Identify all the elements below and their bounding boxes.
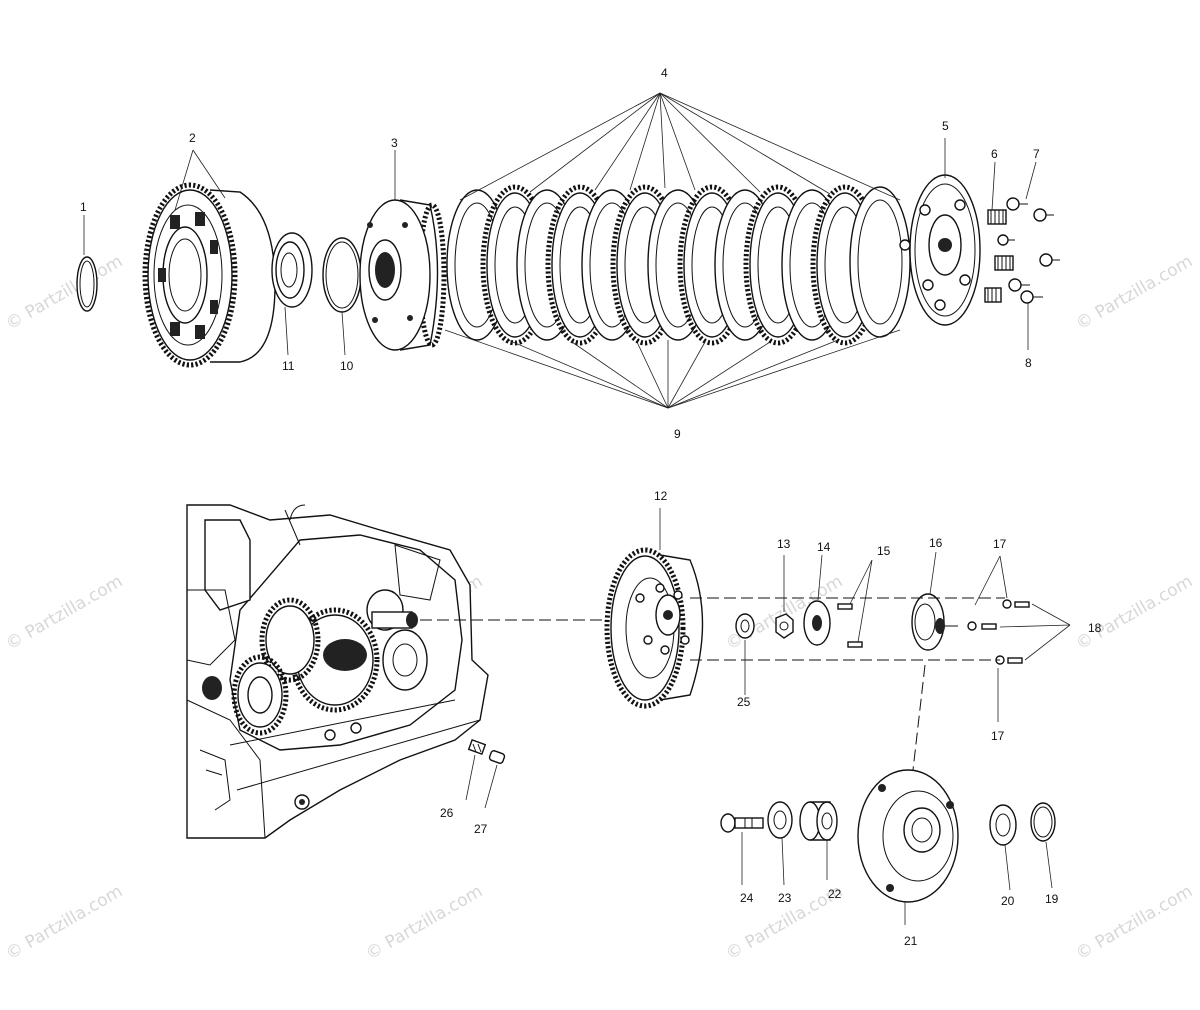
callout-8: 8 [1025, 356, 1032, 370]
pin-part-27 [488, 750, 506, 764]
callout-6: 6 [991, 147, 998, 161]
callout-5: 5 [942, 119, 949, 133]
watermark: © Partzilla.com [3, 881, 127, 964]
watermark: © Partzilla.com [1073, 881, 1197, 964]
callout-23: 23 [778, 891, 792, 905]
pressure-plate-part-5 [899, 174, 981, 326]
callout-labels: 1 2 3 4 5 6 7 8 9 10 11 12 13 14 15 16 1… [80, 66, 1102, 948]
snap-ring-part-1 [76, 256, 98, 312]
circlip-part-19 [1030, 802, 1056, 842]
callout-20: 20 [1001, 894, 1015, 908]
bushing-part-22 [799, 801, 838, 841]
flywheel-gear-part-12 [604, 547, 704, 709]
callout-17-top: 17 [993, 537, 1007, 551]
clutch-hub-part-3 [359, 199, 447, 351]
leader-lines-bottom [465, 508, 1071, 925]
cover-part-16 [911, 593, 958, 651]
watermark: © Partzilla.com [1073, 571, 1197, 654]
callout-24: 24 [740, 891, 754, 905]
bolts-parts-7-8 [997, 197, 1060, 304]
callout-15: 15 [877, 544, 891, 558]
washer-part-23 [767, 801, 793, 839]
drive-cover-part-21 [857, 769, 959, 903]
screws-washers-parts-17-18 [967, 599, 1030, 665]
callout-1: 1 [80, 200, 87, 214]
washer-part-25 [735, 613, 755, 639]
callout-19: 19 [1045, 892, 1059, 906]
callout-14: 14 [817, 540, 831, 554]
callout-13: 13 [777, 537, 791, 551]
callout-12: 12 [654, 489, 668, 503]
callout-17-bottom: 17 [991, 729, 1005, 743]
callout-11: 11 [282, 359, 295, 373]
callout-22: 22 [828, 887, 842, 901]
callout-7: 7 [1033, 147, 1040, 161]
callout-10: 10 [340, 359, 354, 373]
callout-9: 9 [674, 427, 681, 441]
washer-part-20 [989, 804, 1017, 846]
engine-crankcase-view [186, 504, 489, 839]
circlip-part-10 [322, 237, 362, 313]
clutch-basket-part-2 [142, 182, 276, 368]
watermark: © Partzilla.com [363, 881, 487, 964]
callout-16: 16 [929, 536, 943, 550]
callout-18: 18 [1088, 621, 1102, 635]
nut-part-13 [775, 613, 794, 639]
watermark: © Partzilla.com [1073, 251, 1197, 334]
clutch-springs-part-6 [984, 209, 1014, 303]
callout-21: 21 [904, 934, 918, 948]
leader-lines-top [83, 92, 1037, 409]
watermark: © Partzilla.com [3, 251, 127, 334]
bolt-part-24 [720, 813, 764, 833]
callout-27: 27 [474, 822, 488, 836]
callout-2: 2 [189, 131, 196, 145]
callout-4: 4 [661, 66, 668, 80]
callout-26: 26 [440, 806, 454, 820]
spring-part-26 [467, 739, 487, 755]
callout-25: 25 [737, 695, 751, 709]
retainer-plate-part-14 [803, 600, 831, 646]
watermark: © Partzilla.com [3, 571, 127, 654]
screws-part-15 [837, 603, 863, 648]
callout-3: 3 [391, 136, 398, 150]
bearing-part-11 [271, 232, 313, 308]
clutch-plate-stack-parts-4-9 [446, 184, 911, 346]
